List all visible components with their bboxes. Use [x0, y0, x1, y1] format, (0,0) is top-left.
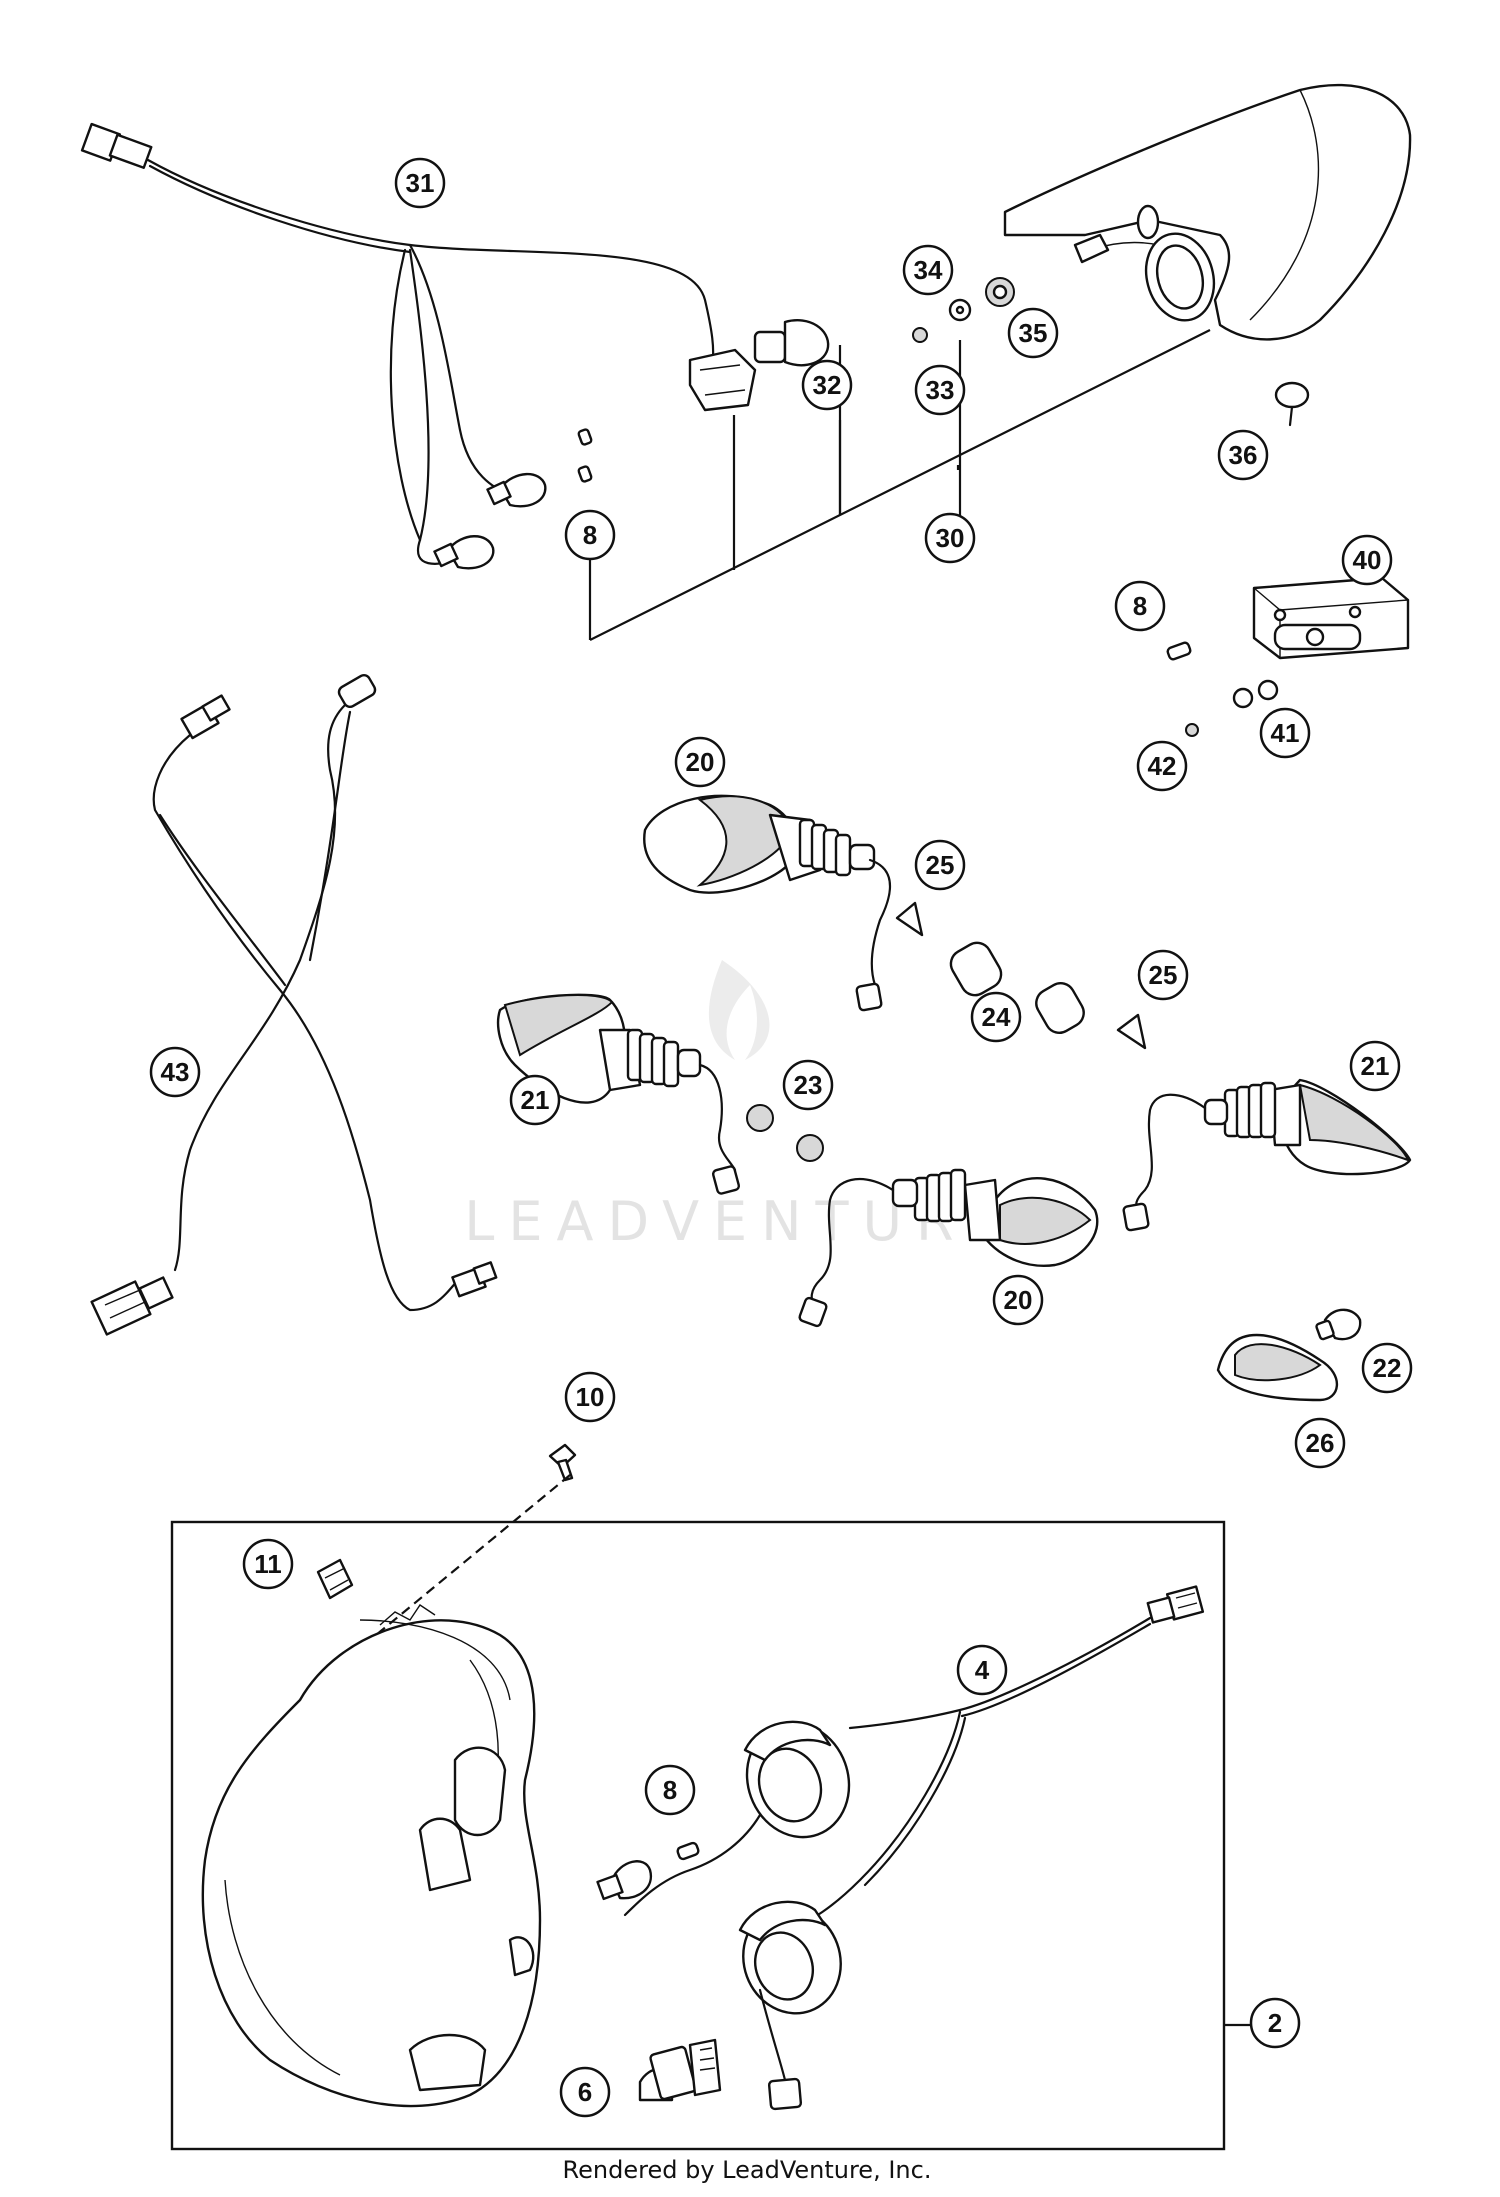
- svg-text:23: 23: [794, 1070, 823, 1100]
- svg-text:40: 40: [1353, 545, 1382, 575]
- svg-text:31: 31: [406, 168, 435, 198]
- parking-light-bulb: [596, 1841, 700, 1901]
- svg-text:8: 8: [1133, 591, 1147, 621]
- svg-text:4: 4: [975, 1655, 990, 1685]
- headlight-housing: [201, 1604, 542, 2108]
- callout-21-left: 21: [509, 1074, 561, 1126]
- callout-25-bottom: 25: [1137, 949, 1189, 1001]
- turn-signal-rear-right: [1122, 1078, 1412, 1232]
- rubber-cap: [1274, 381, 1310, 427]
- small-fasteners: [912, 277, 1015, 343]
- callout-11: 11: [242, 1538, 294, 1590]
- svg-text:32: 32: [813, 370, 842, 400]
- turn-signal-spacers: [746, 901, 1147, 1162]
- svg-text:26: 26: [1306, 1428, 1335, 1458]
- callout-26: 26: [1294, 1417, 1346, 1469]
- callout-8-license: 8: [1114, 580, 1166, 632]
- turn-signal-front-left: [643, 794, 892, 1012]
- callout-31: 31: [394, 157, 446, 209]
- callout-20-top: 20: [674, 736, 726, 788]
- callout-6: 6: [559, 2066, 611, 2118]
- callout-10: 10: [564, 1371, 616, 1423]
- turn-signal-harness: [90, 673, 498, 1336]
- callout-43: 43: [149, 1046, 201, 1098]
- svg-text:25: 25: [926, 850, 955, 880]
- callout-36: 36: [1217, 429, 1269, 481]
- callout-4: 4: [956, 1644, 1008, 1696]
- callout-21-right: 21: [1349, 1040, 1401, 1092]
- svg-text:43: 43: [161, 1057, 190, 1087]
- callout-42: 42: [1136, 740, 1188, 792]
- svg-text:34: 34: [914, 255, 943, 285]
- callout-20-bottom: 20: [992, 1274, 1044, 1326]
- svg-text:41: 41: [1271, 718, 1300, 748]
- svg-text:8: 8: [583, 520, 597, 550]
- footer-credit: Rendered by LeadVenture, Inc.: [563, 2156, 932, 2184]
- headlight-bulb: [638, 2038, 722, 2102]
- svg-text:35: 35: [1019, 318, 1048, 348]
- svg-text:20: 20: [1004, 1285, 1033, 1315]
- svg-text:20: 20: [686, 747, 715, 777]
- watermark: LEADVENTURE: [464, 960, 1002, 1253]
- svg-text:33: 33: [926, 375, 955, 405]
- license-light-hardware: [1166, 641, 1279, 737]
- svg-text:42: 42: [1148, 751, 1177, 781]
- clip: [316, 1558, 354, 1600]
- svg-text:21: 21: [521, 1085, 550, 1115]
- indicator-lens-and-bulb: [1216, 1308, 1362, 1402]
- svg-text:36: 36: [1229, 440, 1258, 470]
- callout-32: 32: [801, 359, 853, 411]
- svg-text:22: 22: [1373, 1353, 1402, 1383]
- callout-34: 34: [902, 244, 954, 296]
- callout-40: 40: [1341, 534, 1393, 586]
- tail-light-housing: [1003, 83, 1412, 341]
- svg-text:6: 6: [578, 2077, 592, 2107]
- callout-2: 2: [1249, 1997, 1301, 2049]
- bulb-sockets: [433, 428, 593, 570]
- svg-text:10: 10: [576, 1382, 605, 1412]
- svg-text:25: 25: [1149, 960, 1178, 990]
- license-plate-light: [1252, 576, 1410, 660]
- leader-lines-tail: [588, 329, 1211, 641]
- callout-22: 22: [1361, 1342, 1413, 1394]
- tail-bulb: [753, 319, 830, 367]
- svg-text:2: 2: [1268, 2008, 1282, 2038]
- svg-text:21: 21: [1361, 1051, 1390, 1081]
- callout-23: 23: [782, 1059, 834, 1111]
- headlight-wiring: [623, 1585, 1205, 2111]
- svg-text:11: 11: [254, 1549, 282, 1579]
- screw: [369, 1443, 577, 1641]
- svg-text:30: 30: [936, 523, 965, 553]
- callout-41: 41: [1259, 707, 1311, 759]
- svg-text:24: 24: [982, 1002, 1011, 1032]
- callout-8-headlight: 8: [644, 1764, 696, 1816]
- callout-33: 33: [914, 364, 966, 416]
- callout-8-tail: 8: [564, 509, 616, 561]
- rear-wiring-harness: [80, 122, 757, 565]
- callout-25-top: 25: [914, 839, 966, 891]
- callout-35: 35: [1007, 307, 1059, 359]
- callout-24: 24: [970, 991, 1022, 1043]
- svg-text:8: 8: [663, 1775, 677, 1805]
- headlight-frame: [170, 1520, 1250, 2151]
- callout-30: 30: [924, 512, 976, 564]
- turn-signal-front-right: [798, 1168, 1099, 1328]
